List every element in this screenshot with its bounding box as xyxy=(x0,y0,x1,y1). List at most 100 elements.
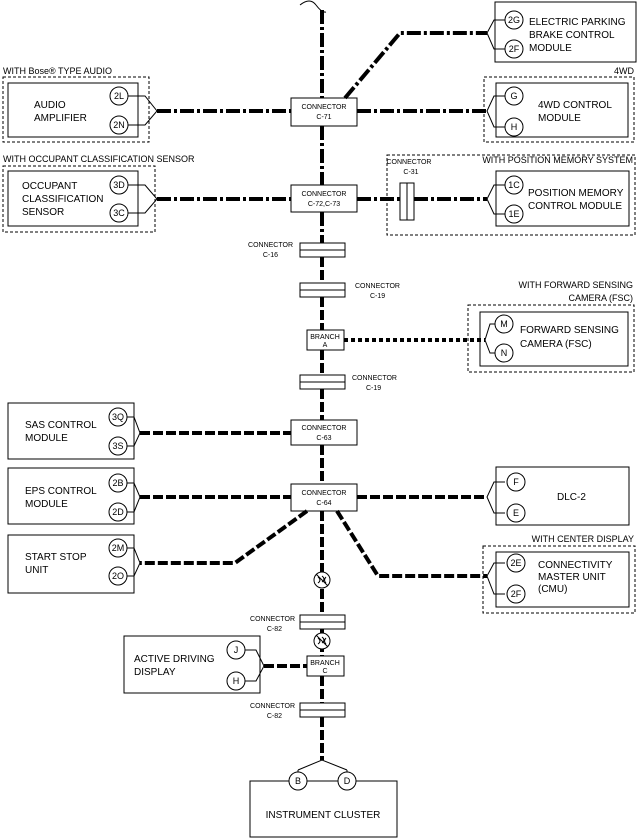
ocs-label-2: CLASSIFICATION xyxy=(22,194,104,205)
cmu-pin-2e xyxy=(506,553,526,573)
c19a-label-2: C-19 xyxy=(370,293,385,300)
c82b-label-2: C-82 xyxy=(267,713,282,720)
epb-pin-2g xyxy=(504,10,524,30)
instrument-cluster-box xyxy=(249,780,398,838)
pm-pin-1c-label: 1C xyxy=(508,180,520,190)
cmu-pin-2f-label: 2F xyxy=(511,589,522,599)
4wd-pin-fork xyxy=(486,95,505,128)
audio-label-1: AUDIO xyxy=(34,100,66,111)
c71-label-1: CONNECTOR xyxy=(302,104,347,111)
dlc2-label: DLC-2 xyxy=(557,492,586,503)
ic-pin-b-label: B xyxy=(295,776,301,786)
pm-pin-1e xyxy=(504,204,524,224)
c19b-label-2: C-19 xyxy=(366,385,381,392)
connector-c71-box xyxy=(290,97,358,127)
sas-pin-3q xyxy=(108,407,128,427)
sas-pin-fork xyxy=(127,416,141,447)
eps-label-1: EPS CONTROL xyxy=(25,486,97,497)
wire-ic-split xyxy=(297,759,348,771)
sas-label-1: SAS CONTROL xyxy=(25,420,97,431)
ocs-pin-fork xyxy=(128,184,158,214)
c16-label-1: CONNECTOR xyxy=(248,242,293,249)
connector-c63-box xyxy=(290,419,358,446)
add-pin-j xyxy=(226,640,246,660)
add-pin-h xyxy=(226,671,246,691)
c82a-label-1: CONNECTOR xyxy=(250,616,295,623)
audio-pin-2l-label: 2L xyxy=(114,91,124,101)
epb-label-1: ELECTRIC PARKING xyxy=(529,17,626,28)
fsc-label-1: FORWARD SENSING xyxy=(520,325,619,336)
sas-label-2: MODULE xyxy=(25,433,68,444)
cmu-label-2: MASTER UNIT xyxy=(538,572,606,583)
epb-label-3: MODULE xyxy=(529,43,572,54)
c31-label-1: CONNECTOR xyxy=(387,159,432,166)
cmu-label-3: (CMU) xyxy=(538,584,567,595)
branch-c-label-2: C xyxy=(322,668,327,675)
ocs-pin-3d xyxy=(109,175,129,195)
wire-ssu xyxy=(140,509,309,565)
ocs-label-3: SENSOR xyxy=(22,207,64,218)
ocs-group-label: WITH OCCUPANT CLASSIFICATION SENSOR xyxy=(3,154,195,164)
c82b-label-1: CONNECTOR xyxy=(250,703,295,710)
ocs-option-frame xyxy=(2,165,156,233)
ssu-label-1: START STOP xyxy=(25,552,87,563)
ocs-pin-3c-label: 3C xyxy=(113,208,125,218)
4wd-label-1: 4WD CONTROL xyxy=(538,100,612,111)
pm-pin-1e-label: 1E xyxy=(508,209,519,219)
branch-a-label-2: A xyxy=(323,342,328,349)
c31-label-2: C-31 xyxy=(403,169,418,176)
fsc-option-frame xyxy=(467,304,635,373)
c19a-label-1: CONNECTOR xyxy=(355,283,400,290)
sas-pin-3q-label: 3Q xyxy=(112,412,124,422)
c64-label-1: CONNECTOR xyxy=(302,490,347,497)
c82a-label-2: C-82 xyxy=(267,626,282,633)
c63-label-1: CONNECTOR xyxy=(302,425,347,432)
dlc-pin-fork xyxy=(486,481,505,514)
fsc-pin-m-label: M xyxy=(500,319,508,329)
dlc-pin-e-label: E xyxy=(513,508,519,518)
pm-pin-fork xyxy=(486,184,505,215)
branch-a-label-1: BRANCH xyxy=(310,334,340,341)
fsc-pin-n xyxy=(494,343,514,363)
add-label-1: ACTIVE DRIVING xyxy=(134,654,215,665)
ssu-pin-2m xyxy=(108,538,128,558)
sas-pin-3s-label: 3S xyxy=(112,441,123,451)
ssu-pin-2m-label: 2M xyxy=(112,543,125,553)
c71-label-2: C-71 xyxy=(316,114,331,121)
eps-pin-2d-label: 2D xyxy=(112,507,124,517)
4wd-group-label: 4WD xyxy=(614,66,635,76)
epb-pin-2f-label: 2F xyxy=(509,44,520,54)
c16-label-2: C-16 xyxy=(263,252,278,259)
ic-label: INSTRUMENT CLUSTER xyxy=(266,810,381,821)
4wd-label-2: MODULE xyxy=(538,113,581,124)
cmu-label-1: CONNECTIVITY xyxy=(538,560,613,571)
cmu-pin-2f xyxy=(506,584,526,604)
ssu-pin-2o-label: 2O xyxy=(112,571,124,581)
audio-label-2: AMPLIFIER xyxy=(34,113,87,124)
c63-label-2: C-63 xyxy=(316,435,331,442)
c72-label-2: C-72,C-73 xyxy=(308,201,340,208)
ocs-pin-3d-label: 3D xyxy=(113,180,125,190)
no-twist-symbol-upper xyxy=(313,571,331,589)
eps-pin-2b-label: 2B xyxy=(112,478,123,488)
c72-label-1: CONNECTOR xyxy=(302,191,347,198)
add-pin-fork xyxy=(244,649,265,682)
ssu-label-2: UNIT xyxy=(25,565,48,576)
branch-c-label-1: BRANCH xyxy=(310,660,340,667)
cmu-pin-2e-label: 2E xyxy=(510,558,521,568)
add-pin-j-label: J xyxy=(234,645,239,655)
eps-pin-2b xyxy=(108,473,128,493)
audio-option-frame xyxy=(2,76,150,143)
audio-pin-2n-label: 2N xyxy=(113,120,125,130)
audio-pin-2l xyxy=(109,86,129,106)
ic-pin-d-label: D xyxy=(344,776,351,786)
dlc-pin-f xyxy=(506,472,526,492)
fsc-pin-m xyxy=(494,314,514,334)
position-memory-group-label: WITH POSITION MEMORY SYSTEM xyxy=(482,155,633,165)
fsc-label-2: CAMERA (FSC) xyxy=(520,339,592,350)
epb-pin-2f xyxy=(504,39,524,59)
epb-pin-fork xyxy=(486,19,505,50)
ssu-pin-2o xyxy=(108,566,128,586)
4wd-pin-g xyxy=(504,86,524,106)
